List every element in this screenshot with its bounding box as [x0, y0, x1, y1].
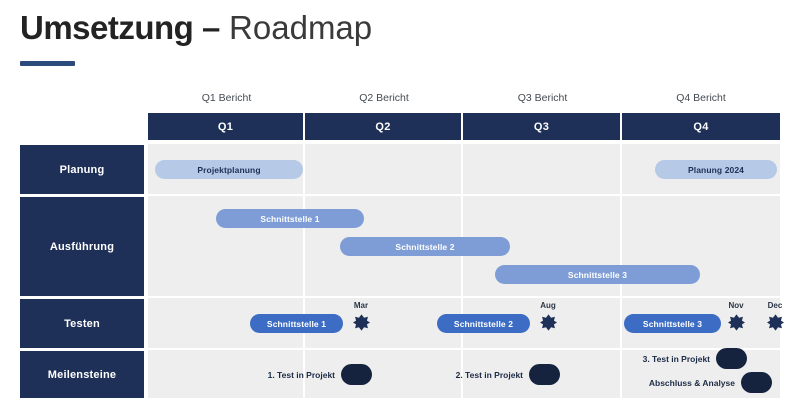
quarter-caption-q2: Q2 Bericht — [359, 92, 409, 104]
row-label-meilensteine[interactable]: Meilensteine — [20, 351, 144, 398]
milestone-marker-3[interactable] — [716, 348, 747, 369]
task-bar-schnittstelle-1-ausfuehrung[interactable]: Schnittstelle 1 — [216, 209, 364, 228]
milestone-label-1: 1. Test in Projekt — [267, 370, 335, 380]
row-label-testen[interactable]: Testen — [20, 299, 144, 348]
task-bar-planung-2024[interactable]: Planung 2024 — [655, 160, 777, 179]
star-marker-aug-icon[interactable] — [540, 314, 557, 331]
task-bar-schnittstelle-1-testen[interactable]: Schnittstelle 1 — [250, 314, 343, 333]
star-marker-nov-icon[interactable] — [728, 314, 745, 331]
star-marker-label-mar: Mar — [353, 301, 369, 310]
milestone-label-2: 2. Test in Projekt — [455, 370, 523, 380]
quarter-caption-q3: Q3 Bericht — [517, 92, 568, 104]
star-marker-label-dec: Dec — [767, 301, 783, 310]
milestone-marker-1[interactable] — [341, 364, 372, 385]
row-label-planung[interactable]: Planung — [20, 145, 144, 194]
quarter-header-q3[interactable]: Q3 — [463, 113, 622, 140]
grid-vline-q2-q3 — [461, 144, 463, 398]
task-bar-schnittstelle-3-ausfuehrung[interactable]: Schnittstelle 3 — [495, 265, 700, 284]
quarter-header-q4[interactable]: Q4 — [622, 113, 780, 140]
page-title: Umsetzung – Roadmap — [20, 8, 372, 48]
quarter-header-q2[interactable]: Q2 — [305, 113, 463, 140]
grid-hline-planung-ausfuehrung — [148, 194, 780, 196]
quarter-caption-q4: Q4 Bericht — [676, 92, 726, 104]
task-bar-schnittstelle-2-ausfuehrung[interactable]: Schnittstelle 2 — [340, 237, 510, 256]
star-marker-dec-icon[interactable] — [767, 314, 784, 331]
star-marker-label-nov: Nov — [728, 301, 744, 310]
quarter-caption-q1: Q1 Bericht — [201, 92, 252, 104]
page-title-light: Roadmap — [229, 9, 373, 46]
milestone-marker-4[interactable] — [741, 372, 772, 393]
quarter-header-q1[interactable]: Q1 — [148, 113, 305, 140]
grid-hline-ausfuehrung-testen — [148, 296, 780, 298]
task-bar-projektplanung[interactable]: Projektplanung — [155, 160, 303, 179]
milestone-label-4: Abschluss & Analyse — [648, 378, 735, 388]
star-marker-mar-icon[interactable] — [353, 314, 370, 331]
title-underline — [20, 61, 75, 66]
grid-hline-testen-meilensteine — [148, 348, 780, 350]
row-label-ausfuehrung[interactable]: Ausführung — [20, 197, 144, 296]
page-title-strong: Umsetzung – — [20, 9, 220, 46]
grid-vline-q1-q2 — [303, 144, 305, 398]
milestone-marker-2[interactable] — [529, 364, 560, 385]
star-marker-label-aug: Aug — [540, 301, 556, 310]
milestone-label-3: 3. Test in Projekt — [642, 354, 710, 364]
task-bar-schnittstelle-3-testen[interactable]: Schnittstelle 3 — [624, 314, 721, 333]
task-bar-schnittstelle-2-testen[interactable]: Schnittstelle 2 — [437, 314, 530, 333]
